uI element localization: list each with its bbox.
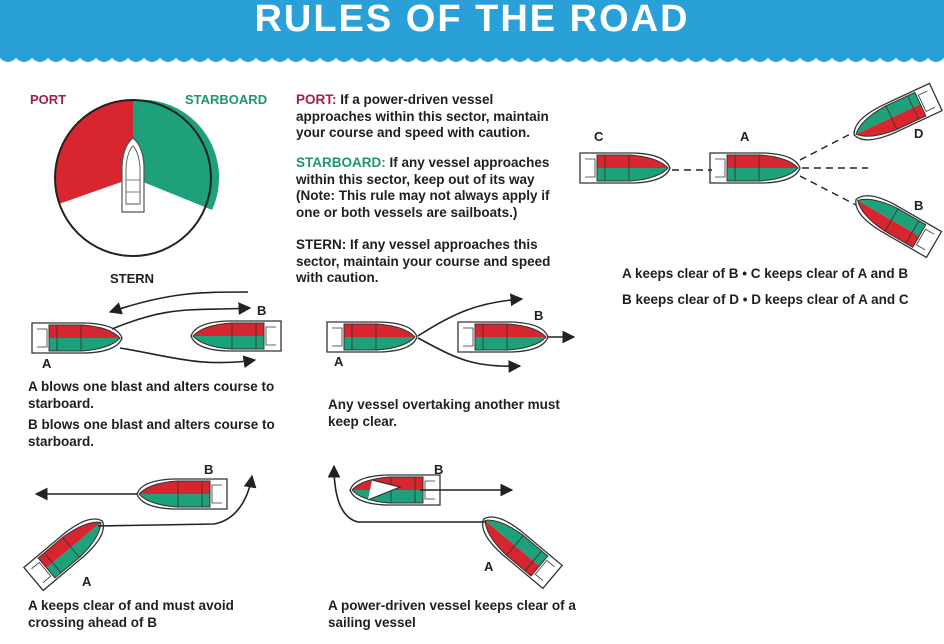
overtaking-label-a: A <box>334 354 344 369</box>
sector-circle <box>54 99 220 271</box>
head-on-caption-1: A blows one blast and alters course to s… <box>28 379 275 411</box>
starboard-rule-text: STARBOARD: If any vessel approaches with… <box>296 155 571 221</box>
crossing-scenario <box>23 474 257 592</box>
stern-label: STERN <box>110 271 155 286</box>
sailing-scenario <box>327 464 563 590</box>
crossing-caption: A keeps clear of and must avoid crossing… <box>28 598 234 630</box>
page-title: RULES OF THE ROAD <box>254 0 690 40</box>
stern-rule-text: STERN: If any vessel approaches this sec… <box>296 237 571 287</box>
multi-caption-2: B keeps clear of D • D keeps clear of A … <box>622 292 909 307</box>
port-label: PORT <box>30 92 67 107</box>
multi-label-c: C <box>594 129 604 144</box>
head-on-label-a: A <box>42 356 52 371</box>
port-rule-body: If a power-driven vessel approaches with… <box>296 92 549 140</box>
port-rule-keyword: PORT: <box>296 92 337 107</box>
overtaking-scenario <box>326 293 576 373</box>
starboard-rule-body: If any vessel approaches within this sec… <box>296 155 550 220</box>
multi-caption-1: A keeps clear of B • C keeps clear of A … <box>622 266 909 281</box>
multi-label-a: A <box>740 129 750 144</box>
stern-rule-body: If any vessel approaches this sector, ma… <box>296 237 551 285</box>
port-rule-text: PORT: If a power-driven vessel approache… <box>296 92 571 142</box>
crossing-label-a: A <box>82 574 92 589</box>
starboard-rule-keyword: STARBOARD: <box>296 155 386 170</box>
starboard-label: STARBOARD <box>185 92 268 107</box>
multi-label-d: D <box>914 126 924 141</box>
head-on-scenario <box>31 291 282 368</box>
sailing-label-a: A <box>484 559 494 574</box>
sailing-label-b: B <box>434 462 444 477</box>
overtaking-label-b: B <box>534 308 544 323</box>
head-on-caption-2: B blows one blast and alters course to s… <box>28 417 275 449</box>
overtaking-caption: Any vessel overtaking another must keep … <box>328 397 560 429</box>
stern-rule-keyword: STERN: <box>296 237 347 252</box>
multi-label-b: B <box>914 198 924 213</box>
sailing-caption: A power-driven vessel keeps clear of a s… <box>328 598 576 630</box>
crossing-label-b: B <box>204 462 214 477</box>
multi-vessel-scenario <box>579 82 943 259</box>
head-on-label-b: B <box>257 303 267 318</box>
header-banner <box>0 0 944 62</box>
